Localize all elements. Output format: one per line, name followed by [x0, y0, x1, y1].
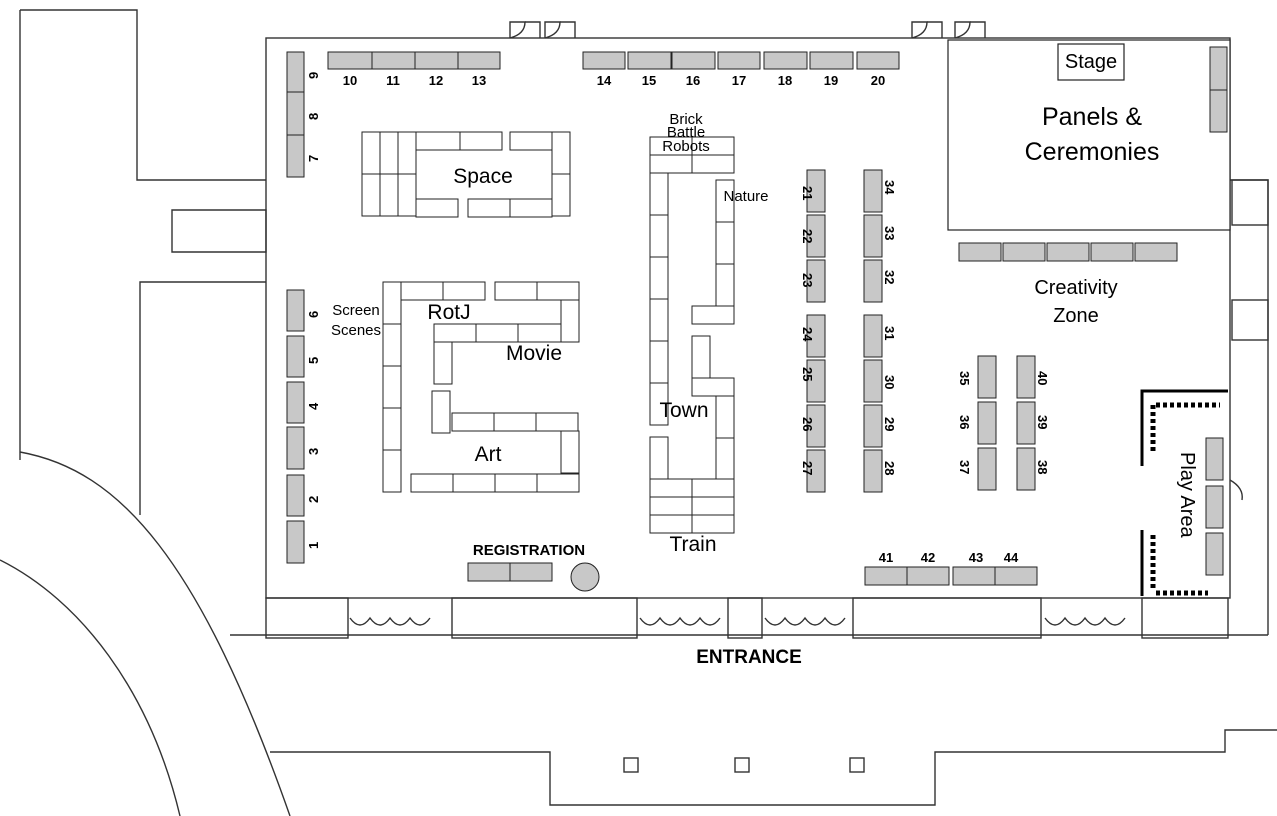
booth-label-35: 35 — [957, 371, 972, 385]
creativity-zone-label-line1: Creativity — [1034, 277, 1117, 299]
booth-label-15: 15 — [642, 73, 656, 88]
booth-label-31: 31 — [882, 326, 897, 340]
creativity-zone-label-line2: Zone — [1053, 305, 1099, 327]
booth-label-14: 14 — [597, 73, 612, 88]
booths-center-left-column: 21 22 23 24 25 26 27 — [800, 169, 826, 493]
booths-center-right-column: 34 33 32 31 30 29 28 — [863, 169, 897, 493]
booths-top-left-row: 10 11 12 13 — [327, 51, 501, 88]
booth-label-44: 44 — [1004, 550, 1019, 565]
booths-top-right-row: 14 15 16 17 18 19 20 — [582, 51, 900, 88]
booth-label-2: 2 — [306, 496, 321, 503]
panels-label-line1: Panels & — [1042, 103, 1142, 131]
booth-label-11: 11 — [386, 73, 400, 88]
stage-side-booth-a — [1209, 46, 1228, 91]
booth-label-32: 32 — [882, 270, 897, 284]
booth-label-29: 29 — [882, 417, 897, 431]
booth-label-16: 16 — [686, 73, 700, 88]
booth-label-30: 30 — [882, 375, 897, 389]
booth-label-37: 37 — [957, 460, 972, 474]
booth-label-10: 10 — [343, 73, 357, 88]
rotj-label: RotJ — [427, 301, 470, 324]
train-label: Train — [669, 533, 716, 556]
play-area — [1140, 389, 1243, 596]
entrance-label: ENTRANCE — [696, 647, 802, 668]
booth-label-19: 19 — [824, 73, 838, 88]
building-walls — [0, 9, 1277, 816]
booth-label-7: 7 — [306, 155, 321, 162]
booth-label-18: 18 — [778, 73, 792, 88]
space-label: Space — [453, 165, 513, 188]
play-area-label: Play Area — [1176, 452, 1198, 538]
booth-label-41: 41 — [879, 550, 893, 565]
stage-side-booth-b — [1209, 89, 1228, 133]
panels-label-line2: Ceremonies — [1025, 138, 1160, 166]
booth-label-28: 28 — [882, 461, 897, 475]
registration-label: REGISTRATION — [473, 542, 585, 559]
booth-label-25: 25 — [800, 367, 815, 381]
booth-label-12: 12 — [429, 73, 443, 88]
stage-box — [1057, 43, 1125, 81]
screen-scenes-label-line2: Scenes — [331, 322, 381, 339]
center-display-cluster — [649, 136, 735, 534]
stage-label: Stage — [1065, 51, 1117, 73]
booth-label-40: 40 — [1035, 371, 1050, 385]
booth-label-20: 20 — [871, 73, 885, 88]
booth-label-27: 27 — [800, 461, 815, 475]
town-label: Town — [659, 399, 708, 422]
booth-label-8: 8 — [306, 113, 321, 120]
booth-label-3: 3 — [306, 448, 321, 455]
left-display-cluster — [382, 281, 580, 493]
booth-label-5: 5 — [306, 357, 321, 364]
space-display — [361, 131, 571, 218]
booth-label-22: 22 — [800, 229, 815, 243]
booth-label-1: 1 — [306, 542, 321, 549]
booth-label-33: 33 — [882, 226, 897, 240]
booth-label-42: 42 — [921, 550, 935, 565]
booths-left-column: 9 8 7 6 5 4 3 2 1 — [286, 51, 321, 564]
booth-label-17: 17 — [732, 73, 746, 88]
registration-desk — [467, 562, 600, 592]
booth-label-36: 36 — [957, 415, 972, 429]
booths-bottom-row: 41 42 43 44 — [864, 550, 1038, 586]
booth-label-38: 38 — [1035, 460, 1050, 474]
screen-scenes-label-line1: Screen — [332, 302, 380, 319]
booth-label-9: 9 — [306, 72, 321, 79]
booth-label-4: 4 — [306, 402, 321, 410]
booth-label-13: 13 — [472, 73, 486, 88]
booth-label-39: 39 — [1035, 415, 1050, 429]
booth-label-21: 21 — [800, 186, 815, 200]
movie-label: Movie — [506, 342, 562, 365]
creativity-zone-booths: 35 36 37 40 39 38 — [957, 242, 1178, 491]
brick-battle-label-line2: Battle — [667, 124, 705, 141]
brick-battle-label-line1: Brick — [669, 111, 703, 128]
booth-label-26: 26 — [800, 417, 815, 431]
nature-label: Nature — [723, 188, 768, 205]
booth-label-23: 23 — [800, 273, 815, 287]
art-label: Art — [475, 443, 502, 466]
brick-battle-label-line3: Robots — [662, 138, 710, 155]
booth-label-24: 24 — [800, 327, 815, 342]
booth-label-6: 6 — [306, 311, 321, 318]
booth-label-34: 34 — [882, 180, 897, 195]
booth-label-43: 43 — [969, 550, 983, 565]
